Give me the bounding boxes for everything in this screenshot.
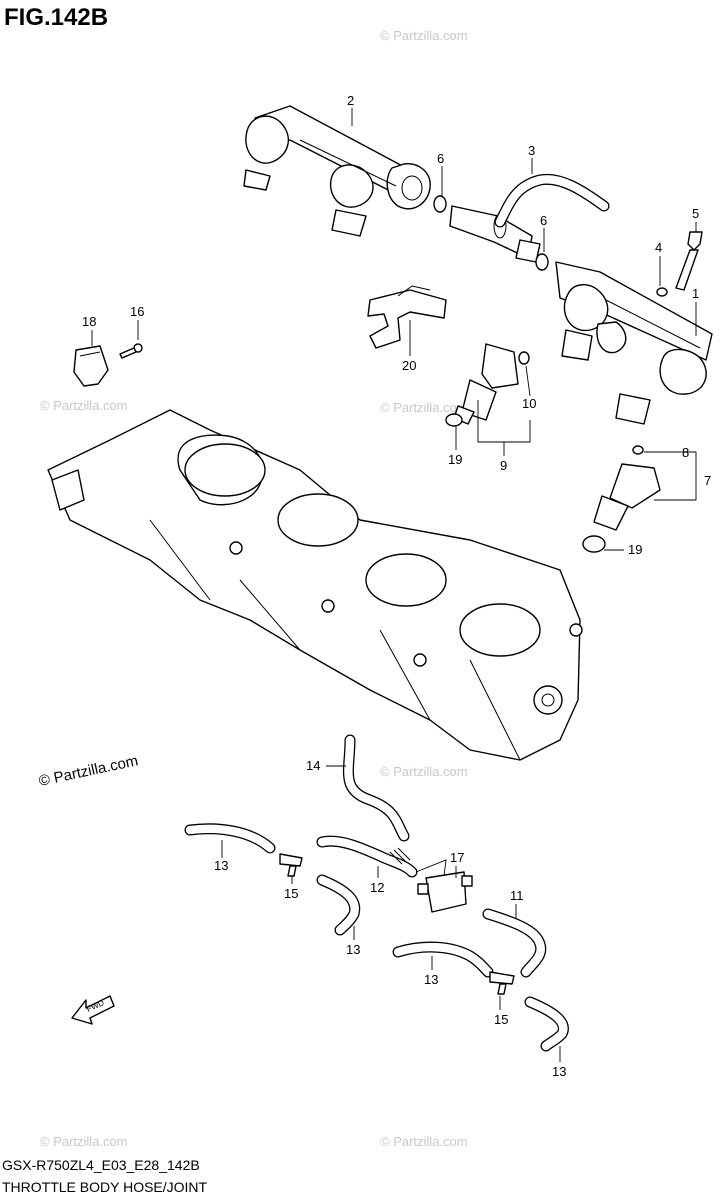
hose-13-lower: [524, 996, 569, 1052]
hose-11: [482, 908, 547, 978]
callout-10: 10: [522, 396, 536, 411]
washer-4: [656, 287, 668, 297]
callout-7: 7: [704, 473, 711, 488]
callout-20: 20: [402, 358, 416, 373]
seal-19-left: [445, 413, 463, 427]
hose-12: [316, 835, 418, 878]
fuel-delivery-pipe-lower: [555, 261, 713, 425]
callout-11: 11: [510, 888, 524, 903]
fwd-arrow: FWD: [71, 995, 115, 1025]
injector-left: [453, 343, 519, 425]
screw-16: [119, 343, 143, 359]
sensor-18: [73, 345, 109, 387]
callout-19: 19: [628, 542, 642, 557]
injector-right: [582, 445, 661, 553]
bolt-5: [675, 231, 703, 291]
joint-15-lower: [489, 971, 515, 995]
callout-13: 13: [214, 858, 228, 873]
callout-2: 2: [347, 93, 354, 108]
callout-16: 16: [130, 304, 144, 319]
joint-15-upper: [279, 853, 303, 877]
callout-15: 15: [284, 886, 298, 901]
footer-model-code: GSX-R750ZL4_E03_E28_142B: [2, 1157, 200, 1173]
callout-19: 19: [448, 452, 462, 467]
watermark-text: © Partzilla.com: [40, 398, 128, 413]
callout-13: 13: [552, 1064, 566, 1079]
figure-title: FIG.142B: [4, 4, 108, 31]
callout-4: 4: [655, 240, 662, 255]
callout-6: 6: [540, 213, 547, 228]
callout-6: 6: [437, 151, 444, 166]
callout-13: 13: [424, 972, 438, 987]
hose-13-upper: [184, 823, 276, 854]
callout-13: 13: [346, 942, 360, 957]
clamp-20: [367, 285, 447, 349]
o-ring-lower: [535, 253, 549, 271]
callout-8: 8: [682, 445, 689, 460]
fuel-hose-3: [494, 173, 610, 228]
callout-18: 18: [82, 314, 96, 329]
hose-14: [342, 734, 410, 842]
callouts: 2 3 6 6 5 4 1 18 16 20 10 19 9 8 7 19 14…: [82, 93, 711, 1079]
watermark-dark: © Partzilla.com: [37, 752, 139, 790]
fuel-delivery-pipe-upper: [243, 105, 431, 237]
callout-17: 17: [450, 850, 464, 865]
watermark-text: © Partzilla.com: [40, 1134, 128, 1149]
watermark-group: © Partzilla.com © Partzilla.com © Partzi…: [40, 28, 468, 1149]
joint-17: [417, 871, 473, 913]
footer-section-name: THROTTLE BODY HOSE/JOINT: [2, 1179, 208, 1195]
leader-lines: [91, 108, 697, 1062]
o-ring-10: [518, 351, 530, 365]
callout-9: 9: [500, 458, 507, 473]
callout-15: 15: [494, 1012, 508, 1027]
hose-13-mid-right: [392, 941, 494, 978]
callout-1: 1: [692, 286, 699, 301]
callout-14: 14: [306, 758, 320, 773]
injector-joint: [449, 205, 541, 263]
callout-5: 5: [692, 206, 699, 221]
callout-12: 12: [370, 880, 384, 895]
callout-3: 3: [528, 143, 535, 158]
watermark-text: © Partzilla.com: [380, 28, 468, 43]
throttle-body: [47, 409, 583, 761]
watermark-text: © Partzilla.com: [380, 1134, 468, 1149]
hose-13-mid-left: [316, 874, 361, 936]
watermark-text: © Partzilla.com: [380, 764, 468, 779]
watermark-text: © Partzilla.com: [380, 400, 468, 415]
o-ring-upper: [433, 195, 447, 213]
